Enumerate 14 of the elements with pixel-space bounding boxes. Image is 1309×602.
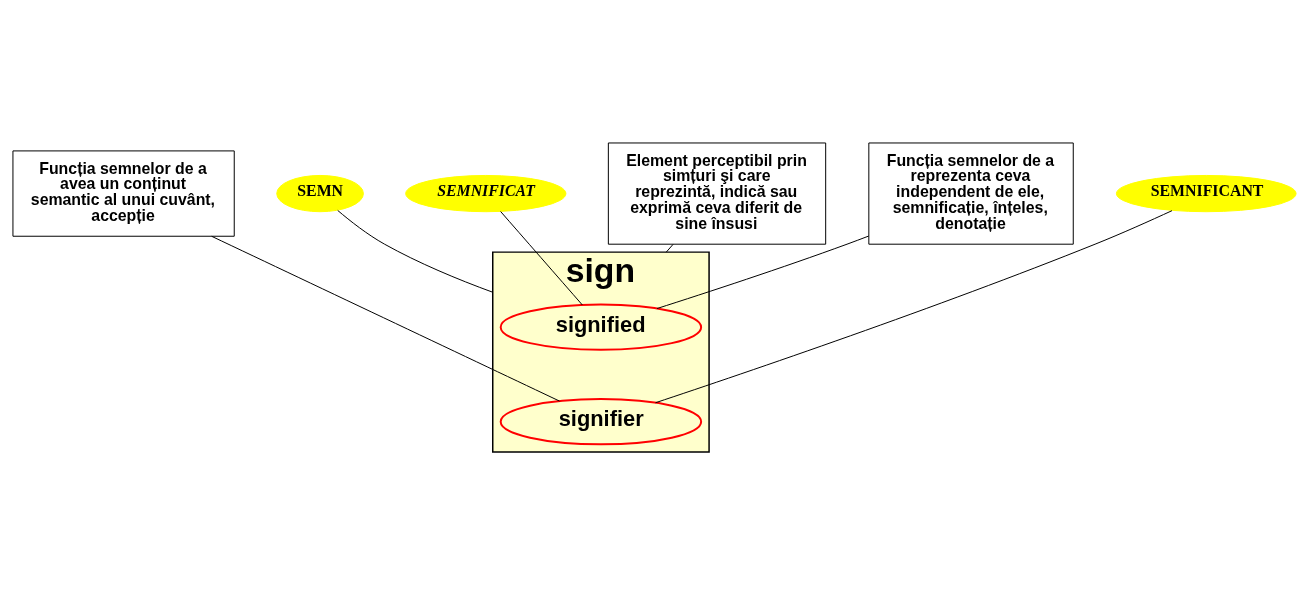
node-ellipse: signifier xyxy=(499,397,703,445)
connector xyxy=(656,235,870,309)
node-ellipse: SEMN xyxy=(276,174,364,212)
connector xyxy=(337,209,494,293)
node-box: Funcția semnelor de a reprezenta ceva independent de ele, semnificație, înțeles, denotație xyxy=(868,141,1074,245)
connector xyxy=(665,243,674,253)
connector xyxy=(500,210,583,305)
node-ellipse: signified xyxy=(499,303,703,351)
node-ellipse: SEMNIFICAT xyxy=(405,174,567,212)
node-box: Funcția semnelor de a avea un conținut semantic al unui cuvânt, accepție xyxy=(12,149,235,237)
connector xyxy=(211,235,560,402)
node-box: Element perceptibil prin simțuri şi care reprezintă, indică sau exprimă ceva diferit de sine însusi xyxy=(607,141,827,245)
node-ellipse: SEMNIFICANT xyxy=(1115,174,1297,212)
connector xyxy=(655,209,1173,403)
